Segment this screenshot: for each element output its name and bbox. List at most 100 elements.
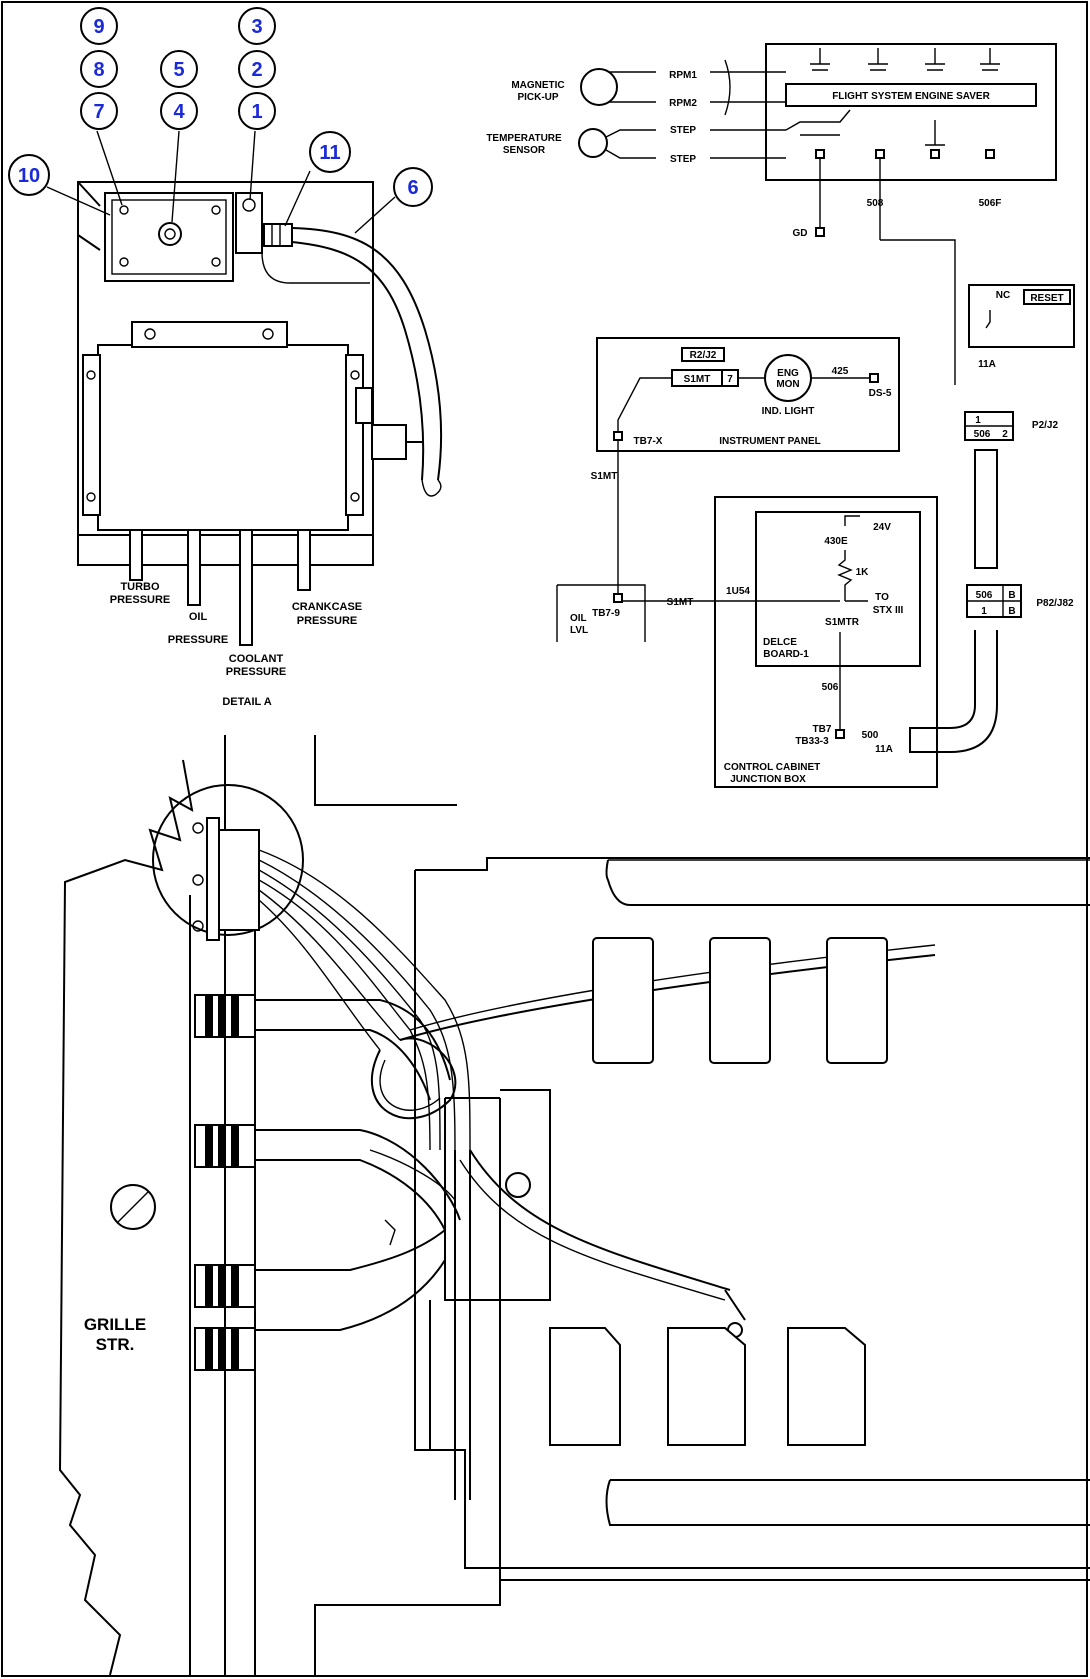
cooler-block-5 [667, 1327, 746, 1446]
p2j2-pin-2: 2 [1002, 429, 1008, 440]
screw-top-right [211, 205, 221, 215]
connector-11 [263, 223, 293, 247]
w506-label: 506 [822, 682, 839, 693]
callout-10-text: 10 [18, 165, 40, 187]
bolt-symbol [110, 1184, 156, 1230]
cooler-block-3 [826, 937, 888, 1064]
cooler-block-1 [592, 937, 654, 1064]
callout-bubble-5 [160, 50, 198, 88]
tb33-label: TB33-3 [795, 736, 829, 747]
instrument-panel-title: INSTRUMENT PANEL [719, 436, 820, 447]
p82-cell-b2: B [1008, 606, 1015, 617]
w11a-label: 11A [875, 744, 893, 755]
callout-bubble-9 [80, 7, 118, 45]
p82-cell-1: 1 [981, 606, 987, 617]
module-side-connector [355, 387, 373, 424]
panel-code: R2/J2 [690, 350, 717, 361]
ref-1u54: 1U54 [726, 586, 750, 597]
callout-1-text: 1 [251, 101, 262, 123]
schematic: MAGNETIC PICK-UP TEMPERATURE SENSOR RPM1… [486, 43, 1075, 788]
hose-fitting-3 [194, 1264, 256, 1308]
relay-nc: NC [996, 290, 1010, 301]
board-label-1: DELCE [763, 637, 797, 648]
s1mtr-label: S1MTR [825, 617, 860, 628]
control-cabinet-box [714, 496, 938, 788]
callout-8-text: 8 [93, 59, 104, 81]
oil-label-1: OIL [189, 611, 208, 623]
port-turbo [129, 529, 143, 581]
detail-a: TURBO PRESSURE OIL PRESSURE COOLANT PRES… [77, 181, 443, 708]
oil-box-label-1: OIL [570, 613, 587, 624]
reset-relay-box [968, 284, 1075, 348]
grille-label-1: GRILLE [84, 1315, 146, 1334]
callouts: 9 8 7 5 4 3 2 1 10 11 6 [8, 7, 433, 234]
callout-4-text: 4 [173, 101, 185, 123]
temperature-sensor-label-1: TEMPERATURE [486, 133, 562, 144]
wire-step-2: STEP [670, 154, 696, 165]
center-fitting-core [164, 228, 176, 240]
callout-3-text: 3 [251, 16, 262, 38]
callout-bubble-7 [80, 92, 118, 130]
callout-bubble-11 [309, 131, 351, 173]
module-title-box [785, 83, 1037, 107]
module-left-flange [82, 354, 101, 516]
oil-label-2: PRESSURE [168, 634, 229, 646]
v24-label: 24V [873, 522, 891, 533]
hose-fitting-4 [194, 1327, 256, 1371]
module-top-bracket [131, 321, 288, 348]
w500-label: 500 [862, 730, 879, 741]
port-oil [187, 529, 201, 606]
frame-corner-bracket [77, 181, 101, 251]
magnetic-pickup-label-2: PICK-UP [517, 92, 558, 103]
panel-wire-right: 425 [832, 366, 849, 377]
relay-reset: RESET [1030, 293, 1063, 304]
screw-bottom-left [119, 257, 129, 267]
harness-bend [909, 630, 998, 753]
grille-label-2: STR. [96, 1335, 135, 1354]
grille-structure-outline [58, 759, 194, 1676]
callout-bubble-3 [238, 7, 276, 45]
ind-light-label: IND. LIGHT [762, 406, 815, 417]
to-label-2: STX III [873, 605, 904, 616]
gd-label: GD [793, 228, 808, 239]
engine-saver-schematic-box [765, 43, 1057, 181]
callout-bubble-8 [80, 50, 118, 88]
center-fitting-4 [158, 222, 182, 246]
harness-6-inner [291, 241, 425, 481]
panel-switch-label: S1MT [684, 374, 711, 385]
temperature-sensor-symbol [578, 128, 608, 158]
oil-box-label-2: LVL [570, 625, 588, 636]
module-wire [261, 251, 370, 284]
p82-cell-506: 506 [976, 590, 993, 601]
detail-circle [152, 784, 304, 936]
p2j2-pin-1: 1 [975, 415, 981, 426]
wire-506f: 506F [979, 198, 1002, 209]
callout-6-text: 6 [407, 177, 418, 199]
screw-7 [119, 205, 129, 215]
tank-shape-lower [605, 1479, 1090, 1526]
wire-rpm1: RPM1 [669, 70, 697, 81]
temperature-sensor-label-2: SENSOR [503, 145, 546, 156]
cabinet-title-2: JUNCTION BOX [730, 774, 806, 785]
detail-a-title: DETAIL A [222, 696, 271, 708]
callout-bubble-1 [238, 92, 276, 130]
port-coolant [239, 529, 253, 646]
callout-bubble-6 [393, 167, 433, 207]
sensor-block [104, 192, 234, 282]
callout-bubble-4 [160, 92, 198, 130]
callout-7-text: 7 [93, 101, 104, 123]
tb7-label: TB7 [813, 724, 832, 735]
module-title: FLIGHT SYSTEM ENGINE SAVER [832, 91, 990, 102]
relay-contacts [810, 48, 1000, 71]
mounting-frame [77, 181, 374, 566]
oil-level-box [556, 584, 646, 642]
module-cable-gland [371, 424, 407, 460]
crankcase-label-1: CRANKCASE [292, 601, 362, 613]
sensor-block-inner [111, 199, 227, 275]
vehicle-view: GRILLE STR. [58, 735, 1090, 1676]
w430e-label: 430E [824, 536, 848, 547]
harness-6-outer [291, 227, 443, 481]
port-crankcase [297, 529, 311, 591]
harness-vertical [974, 449, 998, 569]
